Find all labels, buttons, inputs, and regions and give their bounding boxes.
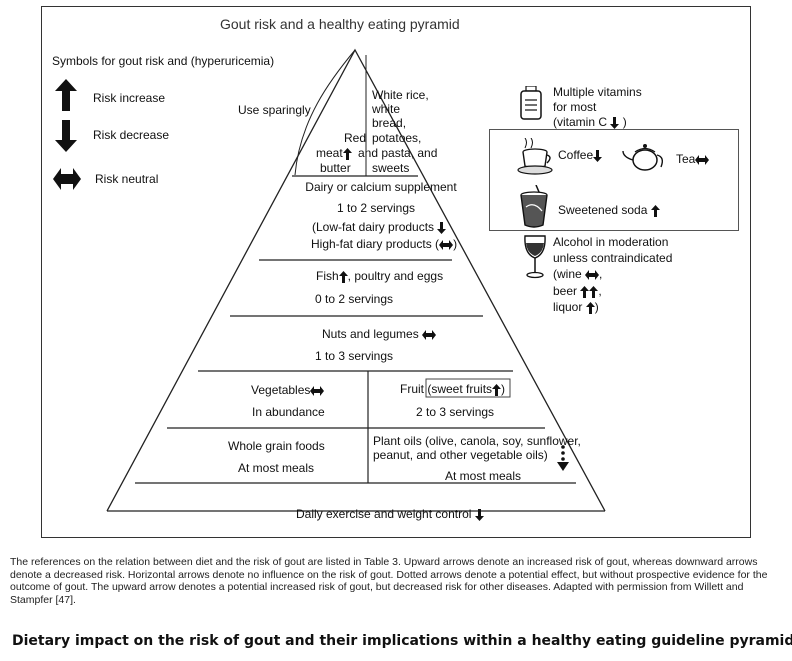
soda-text: Sweetened soda [558, 203, 648, 217]
bread-label: bread, [372, 116, 407, 130]
fish-servings: 0 to 2 servings [314, 292, 394, 306]
beer-text: beer [553, 284, 578, 298]
arrow-down-icon [610, 116, 620, 129]
dotted-arrow-icon [557, 445, 569, 471]
grains-line: Whole grain foods [228, 439, 325, 453]
vegetables-amount: In abundance [252, 405, 325, 419]
vitamins-line-3: (vitamin C ) [553, 115, 627, 130]
vitamins-line-1: Multiple vitamins [553, 85, 642, 99]
sweet-fruits-text: (sweet fruits [427, 382, 493, 396]
arrow-up-icon [338, 270, 348, 283]
teapot-icon [621, 143, 669, 178]
fruit-servings: 2 to 3 servings [416, 405, 495, 419]
nuts-text: Nuts and legumes [322, 327, 419, 341]
vitamin-bottle-icon [519, 85, 543, 125]
figure-title: Gout risk and a healthy eating pyramid [220, 16, 460, 32]
fruit-end: ) [501, 382, 506, 396]
double-arrow-icon [422, 329, 437, 340]
white-rice-label: White rice, [372, 88, 429, 102]
dairy-line-1: Dairy or calcium supplement [305, 180, 457, 194]
sweets-label: sweets [372, 161, 410, 175]
oils-amount: At most meals [445, 469, 522, 483]
legend-heading: Symbols for gout risk and (hyperuricemia… [52, 54, 275, 68]
soda-cup-icon [516, 184, 552, 234]
coffee-text: Coffee [558, 148, 594, 162]
high-fat-dairy-end: ) [453, 237, 458, 251]
white-label: white [372, 102, 401, 116]
apex-curve [294, 49, 356, 176]
soda-line: Sweetened soda [558, 203, 660, 218]
arrow-up-icon [589, 285, 599, 298]
wine-line: (wine , [553, 267, 603, 281]
tea-text: Tea [676, 152, 696, 166]
use-sparingly-label: Use sparingly [238, 103, 311, 117]
tea-line: Tea [676, 152, 710, 167]
wine-text: (wine [553, 267, 582, 281]
fish-text: Fish [316, 269, 339, 283]
low-fat-dairy: (Low-fat dairy products [312, 220, 447, 235]
arrow-up-icon [342, 147, 352, 160]
low-fat-dairy-text: (Low-fat dairy products [312, 220, 435, 234]
pasta-label: and pasta, and [358, 146, 438, 160]
double-arrow-icon [310, 385, 325, 396]
fruit-line: Fruit (sweet fruits) [400, 382, 505, 397]
arrow-up-icon [492, 383, 502, 396]
liquor-line: liquor ) [553, 300, 599, 314]
beer-line: beer , [553, 284, 602, 298]
red-label: Red [344, 131, 367, 145]
base-line: Daily exercise and weight control [296, 507, 484, 522]
footer-title: Dietary impact on the risk of gout and t… [12, 633, 792, 649]
grains-amount: At most meals [238, 461, 315, 475]
fruit-text: Fruit [400, 382, 424, 396]
nuts-line: Nuts and legumes [322, 327, 437, 342]
alcohol-line-2: unless contraindicated [553, 251, 673, 265]
figure-frame [41, 6, 751, 538]
arrow-up-icon [55, 79, 77, 116]
legend-risk-decrease: Risk decrease [93, 128, 170, 142]
arrow-down-icon [593, 149, 603, 162]
potatoes-label: potatoes, [372, 131, 422, 145]
arrow-down-icon [55, 120, 77, 157]
figure-caption: The references on the relation between d… [10, 556, 768, 606]
legend-risk-increase: Risk increase [93, 91, 166, 105]
meat-text: meat [316, 146, 343, 160]
butter-label: butter [320, 161, 351, 175]
oils-line-1: Plant oils (olive, canola, soy, sunflowe… [373, 434, 581, 448]
alcohol-line-1: Alcohol in moderation [553, 235, 669, 249]
double-arrow-icon [439, 239, 454, 250]
high-fat-dairy-text: High-fat diary products ( [311, 237, 440, 251]
liquor-text: liquor [553, 300, 583, 314]
vitamins-line-2: for most [553, 100, 597, 114]
base-text: Daily exercise and weight control [296, 507, 472, 521]
vegetables-text: Vegetables [251, 383, 311, 397]
arrow-up-icon [585, 301, 595, 314]
arrow-down-icon [474, 508, 484, 521]
fish-rest-text: , poultry and eggs [347, 269, 444, 283]
arrow-down-icon [437, 221, 447, 234]
vitamin-c-text: (vitamin C [553, 115, 608, 129]
dairy-servings: 1 to 2 servings [336, 201, 416, 215]
coffee-line: Coffee [558, 148, 603, 163]
double-arrow-icon [585, 269, 600, 280]
double-arrow-icon [695, 154, 710, 165]
wine-glass-icon [522, 234, 548, 285]
vegetables-line: Vegetables [251, 383, 325, 398]
double-arrow-icon [53, 168, 81, 195]
meat-label: meat [316, 146, 352, 161]
nuts-servings: 1 to 3 servings [314, 349, 394, 363]
fish-line: Fish , poultry and eggs [316, 269, 443, 284]
beverage-box [489, 129, 739, 231]
coffee-cup-icon [515, 137, 555, 181]
vitamin-c-end: ) [622, 115, 627, 129]
oils-line-2: peanut, and other vegetable oils) [373, 448, 548, 462]
arrow-up-icon [650, 204, 660, 217]
arrow-up-icon [580, 285, 590, 298]
high-fat-dairy: High-fat diary products () [311, 237, 457, 252]
sweet-fruits-box [425, 378, 511, 398]
legend-risk-neutral: Risk neutral [95, 172, 159, 186]
